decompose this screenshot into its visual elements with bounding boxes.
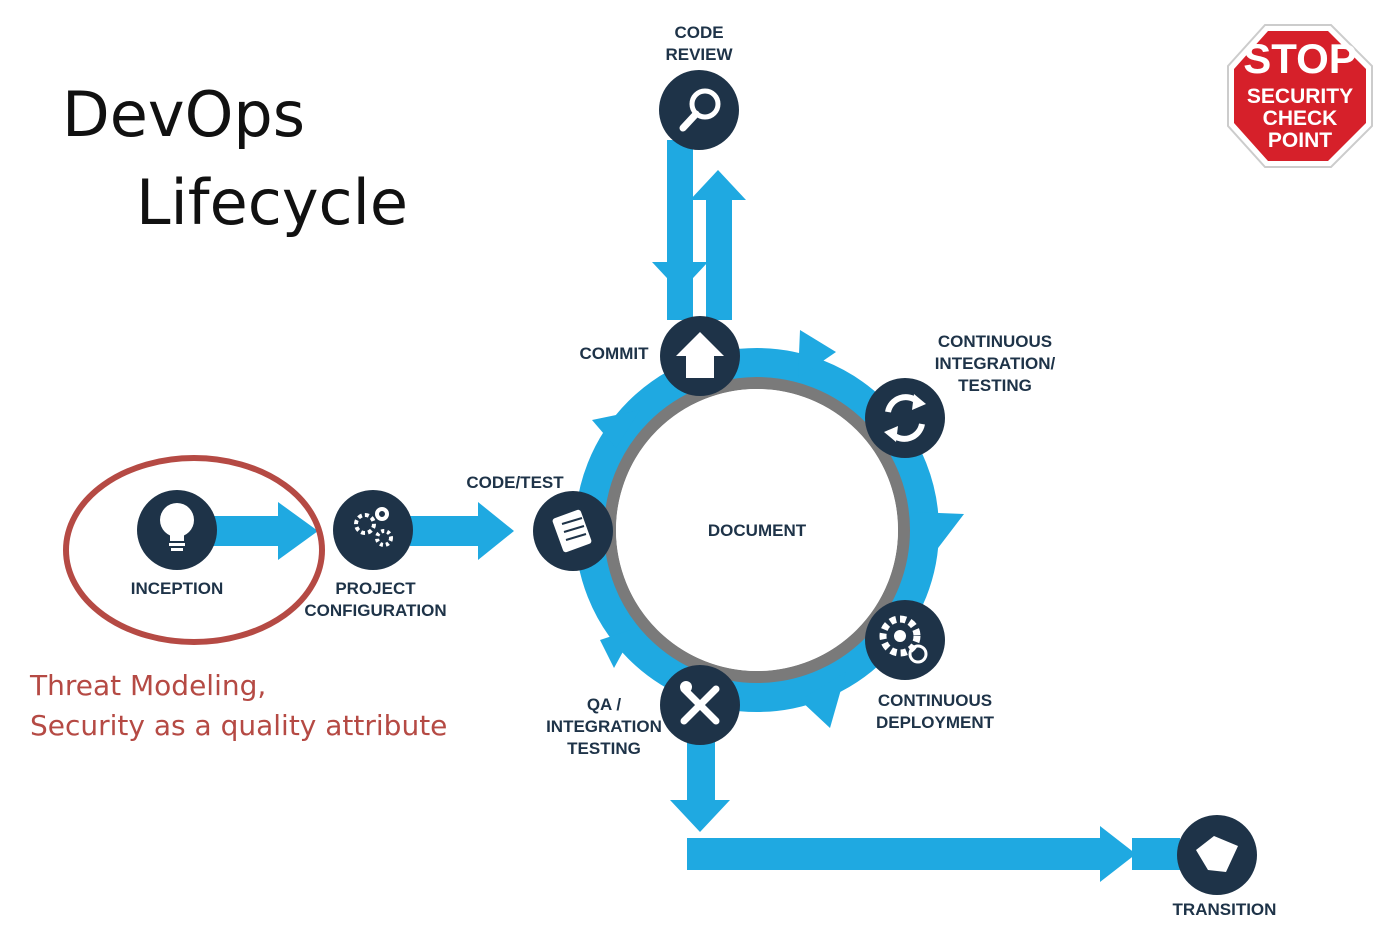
label-transition: TRANSITION (1172, 900, 1277, 919)
ring-arrowhead (800, 672, 846, 728)
scroll-icon (552, 509, 592, 553)
exit-flow (670, 730, 1180, 882)
right-arrowhead (278, 502, 318, 560)
up-arrowhead (690, 170, 746, 200)
label-continuous-deployment: CONTINUOUS DEPLOYMENT (875, 691, 995, 732)
node-continuous-integration (865, 378, 945, 458)
down-arrowhead (670, 800, 730, 832)
stop-sign (1227, 24, 1373, 168)
node-code-review (659, 70, 739, 150)
ring-arrowhead (600, 628, 636, 668)
node-qa-integration (660, 665, 740, 745)
node-continuous-deployment (865, 600, 945, 680)
handshake-icon (1196, 836, 1238, 872)
stop-line-point: POINT (1267, 129, 1333, 152)
gears-icon (354, 507, 393, 547)
node-code-test (533, 491, 613, 571)
tools-icon (680, 681, 720, 725)
lightbulb-icon (160, 503, 194, 551)
magnifier-icon (679, 88, 721, 132)
title-line-2: Lifecycle (136, 166, 408, 239)
label-code-test: CODE/TEST (466, 473, 564, 492)
entry-flow (210, 502, 514, 560)
refresh-icon (884, 394, 926, 442)
label-commit: COMMIT (579, 344, 649, 363)
node-transition (1177, 815, 1257, 895)
annotation-line-2: Security as a quality attribute (30, 709, 448, 742)
code-review-loop (652, 140, 746, 320)
node-project-configuration (333, 490, 413, 570)
label-code-review: CODE REVIEW (665, 23, 733, 64)
right-arrowhead (1100, 826, 1136, 882)
annotation-line-1: Threat Modeling, (30, 669, 267, 702)
gear-sync-icon (879, 615, 928, 664)
label-project-configuration: PROJECT CONFIGURATION (304, 579, 447, 620)
stop-word: STOP (1243, 35, 1357, 82)
ring-arrowhead (798, 330, 836, 378)
down-arrowhead (652, 262, 708, 292)
right-arrowhead (478, 502, 514, 560)
stop-line-check: CHECK (1262, 107, 1338, 130)
stop-line-security: SECURITY (1246, 85, 1354, 108)
home-upload-icon (676, 332, 724, 378)
ring-arrowhead (914, 512, 964, 552)
ring-arrowhead (592, 410, 640, 448)
ring-arrows (592, 330, 964, 728)
node-commit (660, 316, 740, 396)
node-inception (137, 490, 217, 570)
center-label: DOCUMENT (707, 521, 807, 540)
title-line-1: DevOps (62, 78, 306, 151)
label-continuous-integration: CONTINUOUS INTEGRATION/ TESTING (934, 332, 1056, 395)
label-qa-integration: QA / INTEGRATION TESTING (546, 695, 662, 758)
highlight-circle (63, 455, 325, 645)
label-inception: INCEPTION (130, 579, 224, 598)
